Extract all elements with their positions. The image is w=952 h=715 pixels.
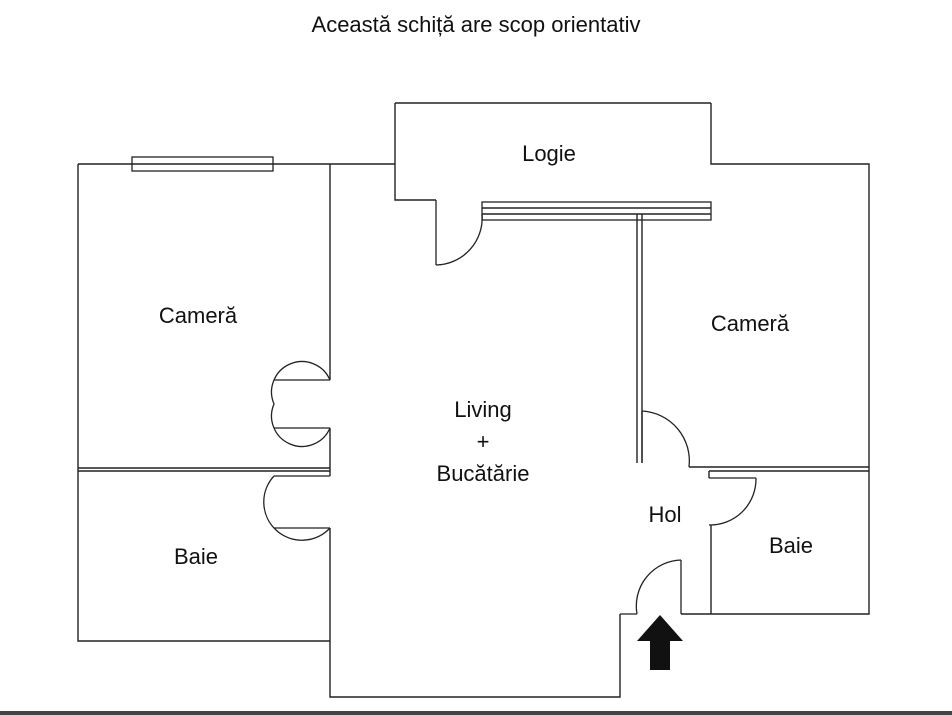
entrance-arrow-icon [637,615,683,670]
label-hol: Hol [648,502,682,527]
outer-walls [77,102,870,698]
label-living: Living [454,397,512,422]
door-logie [435,200,483,266]
label-camera-left: Cameră [158,303,238,328]
label-baie-left: Baie [173,544,219,569]
label-kitchen: Bucătărie [436,461,530,486]
label-living-plus: + [476,429,490,454]
label-camera-right: Cameră [710,311,790,336]
plan-title: Această schiță are scop orientativ [311,12,641,37]
logie-glazing [481,201,712,221]
bottom-border [0,711,952,715]
label-baie-right: Baie [768,533,814,558]
door-left-bath [263,475,331,541]
right-room-inner-wall [636,214,643,463]
label-logie: Logie [522,141,576,166]
door-left-room [270,360,331,448]
door-right-room [641,410,691,468]
door-right-bath [708,471,757,526]
door-entrance [620,559,711,615]
